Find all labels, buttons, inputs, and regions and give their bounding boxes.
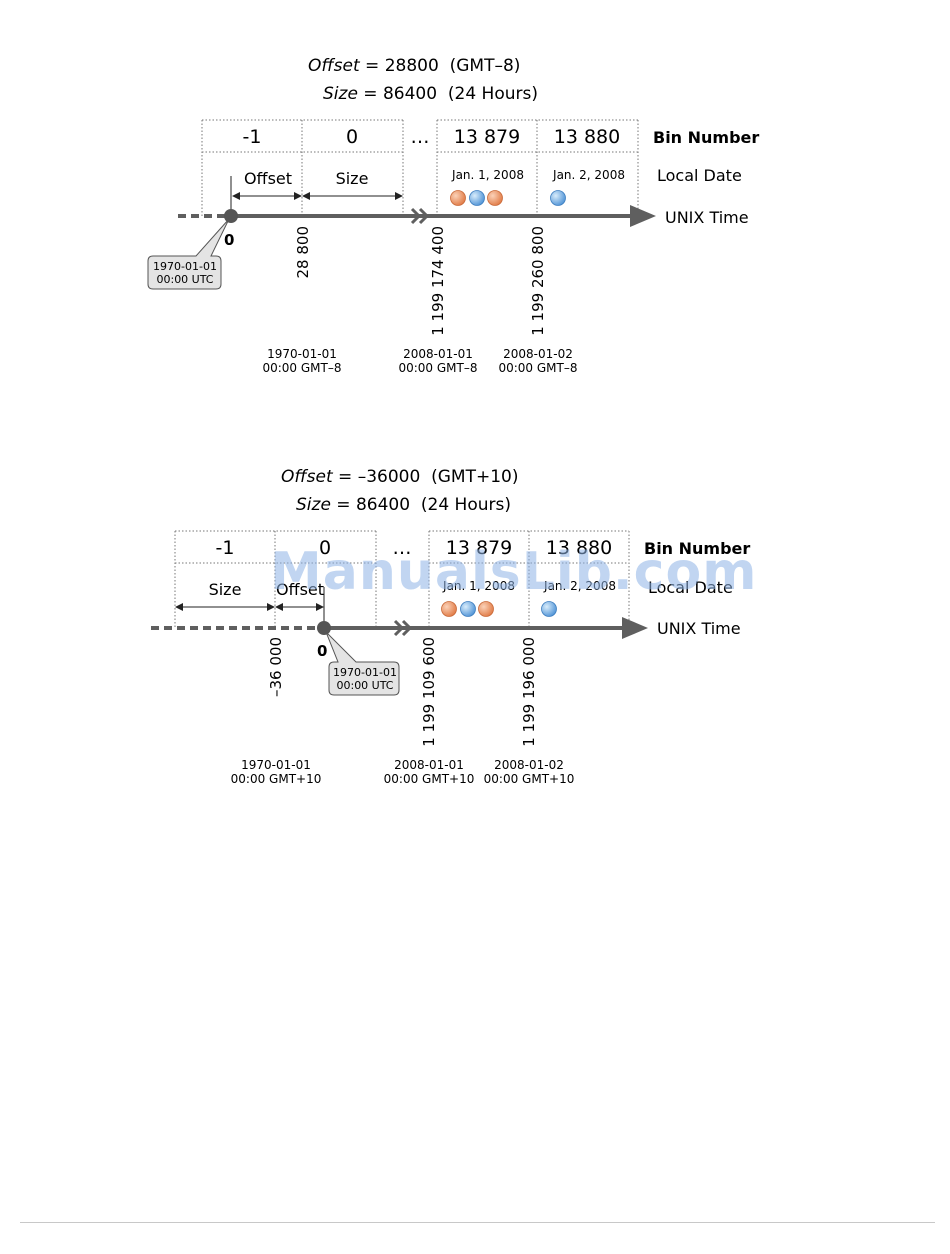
bottom-time: 00:00 GMT+10 bbox=[384, 772, 475, 786]
span-label: Offset bbox=[244, 169, 292, 188]
bottom-date: 1970-01-01 bbox=[267, 347, 337, 361]
tick-value: 1 199 196 000 bbox=[520, 637, 538, 747]
bottom-time: 00:00 GMT+10 bbox=[231, 772, 322, 786]
bottom-date: 1970-01-01 bbox=[241, 758, 311, 772]
offset-note: (GMT–8) bbox=[450, 56, 521, 76]
event-dot-orange bbox=[487, 190, 503, 206]
event-dot-blue bbox=[460, 601, 476, 617]
tick-value: 28 800 bbox=[294, 226, 312, 279]
bin-number: -1 bbox=[243, 126, 262, 148]
size-value: 86400 bbox=[383, 84, 437, 104]
size-heading: Size = 86400 (24 Hours) bbox=[296, 495, 511, 515]
local-date: Jan. 2, 2008 bbox=[543, 579, 616, 593]
bottom-date: 2008-01-02 bbox=[494, 758, 564, 772]
bottom-time: 00:00 GMT–8 bbox=[262, 361, 341, 375]
bottom-date: 2008-01-01 bbox=[403, 347, 473, 361]
tick-value: 1 199 109 600 bbox=[420, 637, 438, 747]
tick-value: 1 199 260 800 bbox=[529, 226, 547, 336]
size-term: Size bbox=[323, 84, 358, 104]
size-note: (24 Hours) bbox=[448, 84, 538, 104]
offset-term: Offset bbox=[281, 467, 334, 487]
event-dot-orange bbox=[478, 601, 494, 617]
utc-callout bbox=[325, 631, 400, 696]
watermark: ManualsLib.com bbox=[270, 542, 758, 602]
offset-value: 28800 bbox=[385, 56, 439, 76]
unix-time-label: UNIX Time bbox=[665, 208, 749, 227]
size-value: 86400 bbox=[356, 495, 410, 515]
bin-number: 13 879 bbox=[446, 537, 512, 559]
bin-number-label: Bin Number bbox=[653, 128, 759, 147]
axis-break-chevron bbox=[410, 207, 430, 225]
utc-callout bbox=[147, 218, 230, 290]
offset-value: –36000 bbox=[358, 467, 421, 487]
bin-number: 0 bbox=[319, 537, 331, 559]
bin-number: 13 879 bbox=[454, 126, 520, 148]
offset-note: (GMT+10) bbox=[431, 467, 518, 487]
origin-point bbox=[317, 621, 331, 635]
callout-time: 00:00 UTC bbox=[336, 679, 393, 692]
size-term: Size bbox=[296, 495, 331, 515]
tick-value: 1 199 174 400 bbox=[429, 226, 447, 336]
bottom-time: 00:00 GMT+10 bbox=[484, 772, 575, 786]
offset-term: Offset bbox=[308, 56, 361, 76]
bottom-time: 00:00 GMT–8 bbox=[498, 361, 577, 375]
bin-number: 13 880 bbox=[554, 126, 620, 148]
event-dot-blue bbox=[550, 190, 566, 206]
offset-heading: Offset = –36000 (GMT+10) bbox=[281, 467, 518, 487]
axis-break-chevron bbox=[393, 619, 413, 637]
span-label: Size bbox=[209, 580, 242, 599]
bin-number: 13 880 bbox=[546, 537, 612, 559]
event-dot-blue bbox=[469, 190, 485, 206]
local-date-label: Local Date bbox=[648, 578, 733, 597]
event-dot-orange bbox=[441, 601, 457, 617]
event-dot-blue bbox=[541, 601, 557, 617]
bin-number-label: Bin Number bbox=[644, 539, 750, 558]
zero-label: 0 bbox=[224, 231, 234, 249]
diagram-gmt-minus-8: Offset = 28800 (GMT–8) Size = 86400 (24 … bbox=[147, 56, 759, 375]
local-date: Jan. 2, 2008 bbox=[552, 168, 625, 182]
unix-time-label: UNIX Time bbox=[657, 619, 741, 638]
bottom-time: 00:00 GMT–8 bbox=[398, 361, 477, 375]
bin-number: 0 bbox=[346, 126, 358, 148]
origin-point bbox=[224, 209, 238, 223]
axis-arrowhead bbox=[622, 617, 648, 639]
bin-ellipsis: … bbox=[393, 537, 412, 559]
bottom-date: 2008-01-02 bbox=[503, 347, 573, 361]
diagram-gmt-plus-10: Offset = –36000 (GMT+10) Size = 86400 (2… bbox=[151, 467, 750, 786]
span-label: Offset bbox=[276, 580, 324, 599]
axis-arrowhead bbox=[630, 205, 656, 227]
tick-value: –36 000 bbox=[267, 637, 285, 697]
page-divider bbox=[20, 1222, 935, 1223]
offset-heading: Offset = 28800 (GMT–8) bbox=[308, 56, 520, 76]
local-date: Jan. 1, 2008 bbox=[442, 579, 515, 593]
bottom-date: 2008-01-01 bbox=[394, 758, 464, 772]
size-note: (24 Hours) bbox=[421, 495, 511, 515]
local-date: Jan. 1, 2008 bbox=[451, 168, 524, 182]
event-dot-orange bbox=[450, 190, 466, 206]
zero-label: 0 bbox=[317, 642, 327, 660]
span-label: Size bbox=[336, 169, 369, 188]
size-heading: Size = 86400 (24 Hours) bbox=[323, 84, 538, 104]
callout-time: 00:00 UTC bbox=[156, 273, 213, 286]
local-date-label: Local Date bbox=[657, 166, 742, 185]
callout-date: 1970-01-01 bbox=[333, 666, 397, 679]
bin-ellipsis: … bbox=[411, 126, 430, 148]
bin-number: -1 bbox=[216, 537, 235, 559]
callout-date: 1970-01-01 bbox=[153, 260, 217, 273]
